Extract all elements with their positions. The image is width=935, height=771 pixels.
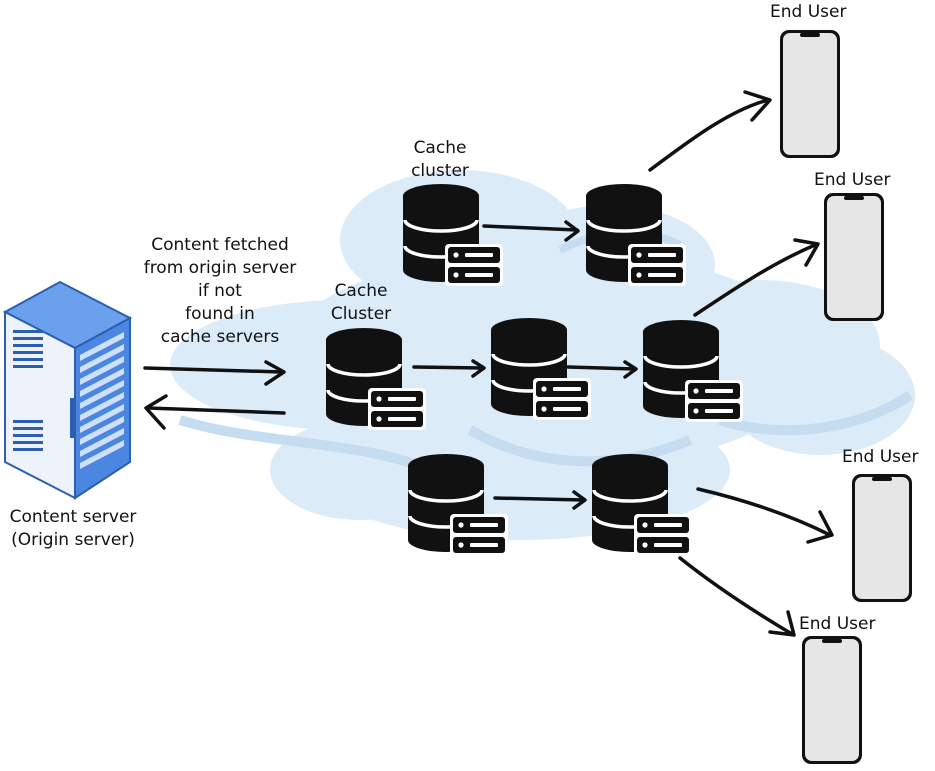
smartphone-icon <box>852 474 912 602</box>
origin-server-rack-icon <box>2 280 133 500</box>
content-server-label: Content server (Origin server) <box>9 507 137 550</box>
smartphone-icon <box>802 636 862 764</box>
smartphone-icon <box>824 193 884 321</box>
fetch-note: Content fetched from origin server if no… <box>143 235 297 347</box>
arrow-icon <box>143 90 834 637</box>
end-user-label: End User <box>770 2 847 22</box>
end-user-label: End User <box>842 447 919 467</box>
smartphone-icon <box>780 30 840 158</box>
cache-cluster-label-top: Cache cluster <box>411 138 469 181</box>
end-user-label: End User <box>814 170 891 190</box>
end-user-label: End User <box>799 614 876 634</box>
cache-cluster-label-middle: Cache Cluster <box>330 281 392 324</box>
